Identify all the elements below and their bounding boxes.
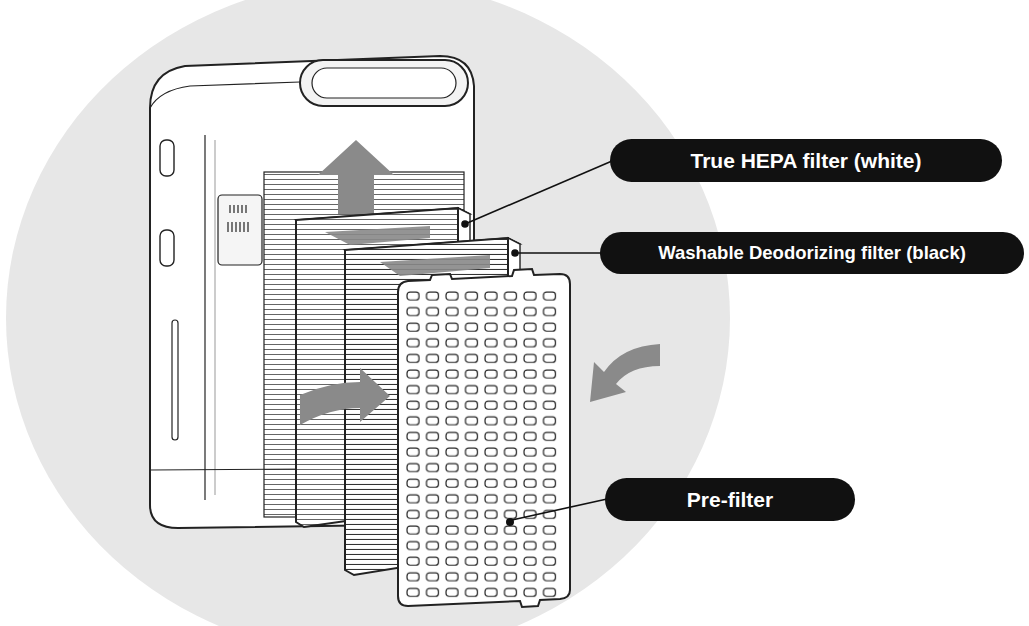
leader-dot [512, 250, 518, 256]
background-disc [6, 0, 730, 626]
airflow-arrow [590, 344, 660, 402]
leader-line [465, 161, 612, 224]
callout-text: Pre-filter [687, 488, 773, 512]
leader-line [515, 252, 602, 254]
callout-text: True HEPA filter (white) [690, 149, 921, 173]
callout-label: Washable Deodorizing filter (black) [600, 232, 1024, 274]
callout-text: Washable Deodorizing filter (black) [658, 242, 966, 264]
callout-label: True HEPA filter (white) [610, 139, 1002, 182]
pre-filter-panel [398, 269, 570, 607]
leader-dot [462, 221, 468, 227]
airflow-arrow [318, 140, 394, 214]
leader-line [512, 499, 607, 520]
airflow-arrow [300, 368, 390, 425]
callout-label: Pre-filter [605, 478, 855, 521]
